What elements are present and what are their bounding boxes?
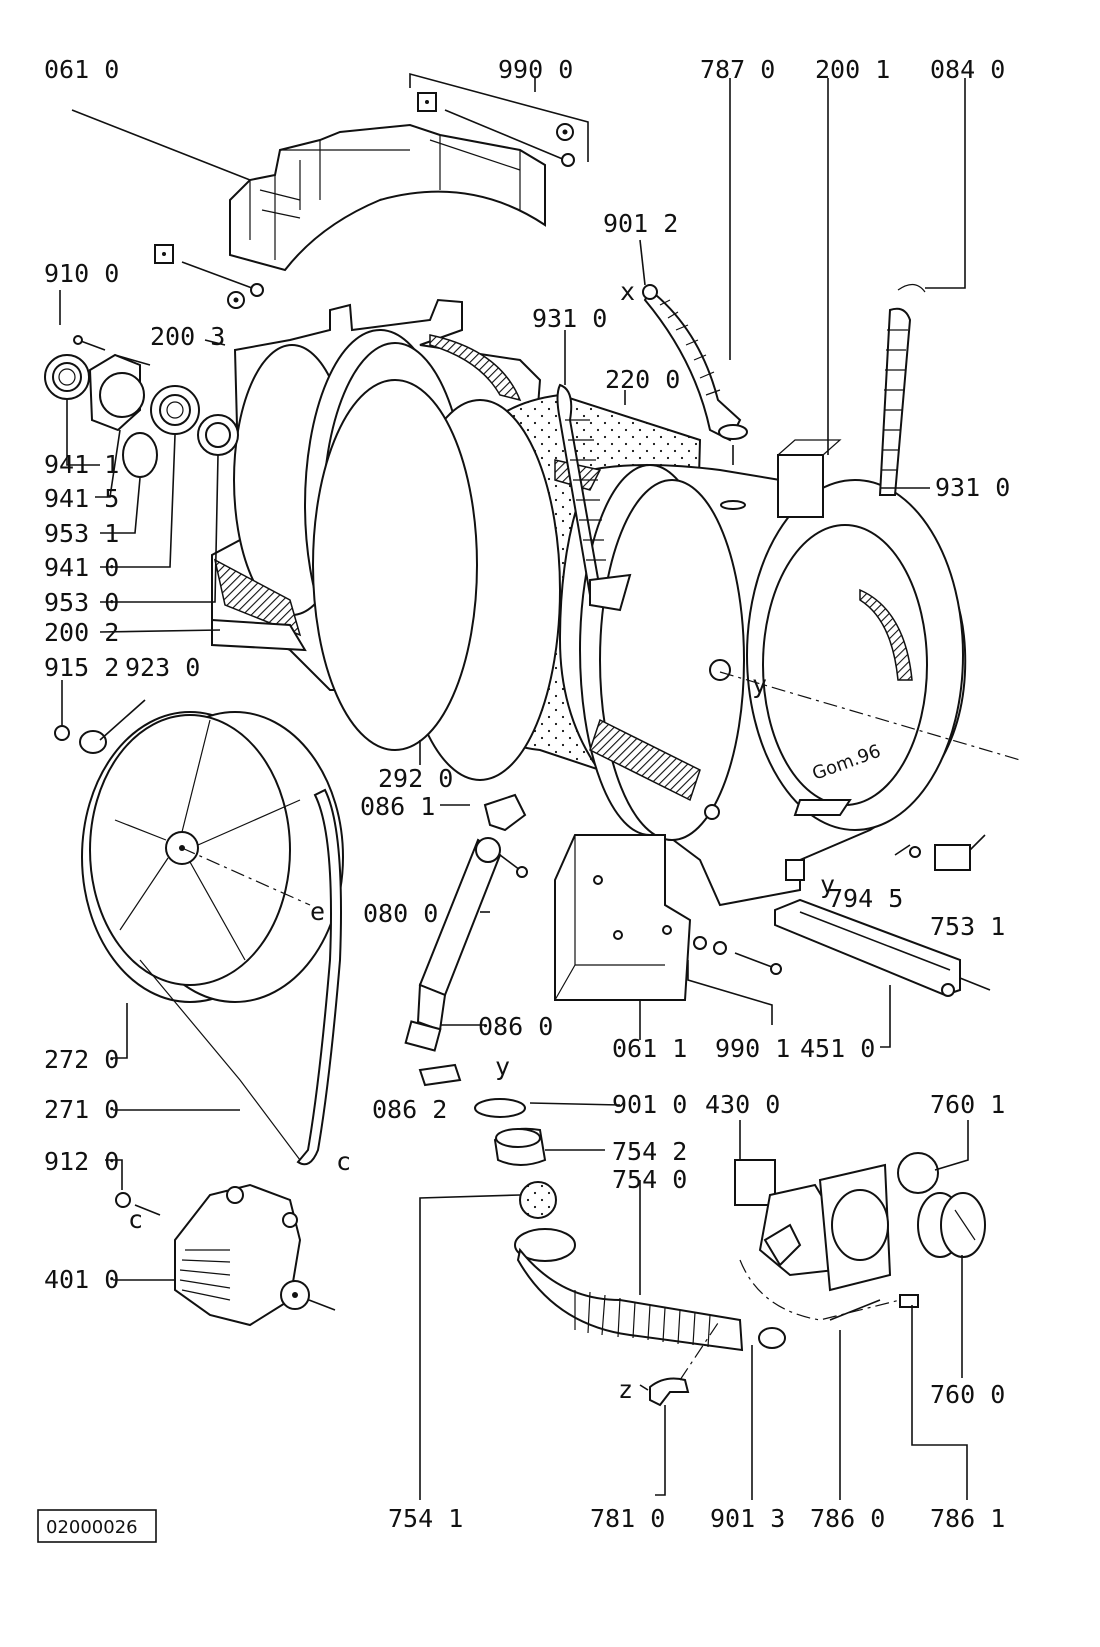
label-754-1: 754 1 (388, 1504, 463, 1533)
label-760-1: 760 1 (930, 1090, 1005, 1119)
label-923-0: 923 0 (125, 653, 200, 682)
bolt-set-top (409, 72, 589, 167)
label-931-0-left: 931 0 (532, 304, 607, 333)
label-794-5: 794 5 (828, 884, 903, 913)
drum-pulley (81, 711, 344, 1003)
label-912-0: 912 0 (44, 1147, 119, 1176)
label-200-2: 200 2 (44, 618, 119, 647)
label-941-5: 941 5 (44, 484, 119, 513)
nut-915 (54, 725, 70, 741)
label-084-0: 084 0 (930, 55, 1005, 84)
document-code: 02000026 (46, 1517, 138, 1538)
heater-element (774, 898, 991, 997)
label-y-sump: y (495, 1052, 510, 1081)
label-754-2: 754 2 (612, 1137, 687, 1166)
label-787-0: 787 0 (700, 55, 775, 84)
label-061-0: 061 0 (44, 55, 119, 84)
leader-lines (59, 78, 969, 1500)
label-931-0-right: 931 0 (935, 473, 1010, 502)
label-941-1: 941 1 (44, 450, 119, 479)
label-953-1: 953 1 (44, 519, 119, 548)
door-seal-ring (312, 379, 478, 751)
label-901-0: 901 0 (612, 1090, 687, 1119)
label-401-0: 401 0 (44, 1265, 119, 1294)
label-z: z (618, 1375, 633, 1404)
label-200-3: 200 3 (150, 322, 225, 351)
label-e: e (310, 897, 325, 926)
label-061-1: 061 1 (612, 1034, 687, 1063)
label-086-2: 086 2 (372, 1095, 447, 1124)
document-code-box: 02000026 (37, 1509, 157, 1543)
label-292-0: 292 0 (378, 764, 453, 793)
label-220-0: 220 0 (605, 365, 680, 394)
label-760-0: 760 0 (930, 1380, 1005, 1409)
label-786-1: 786 1 (930, 1504, 1005, 1533)
label-080-0: 080 0 (363, 899, 438, 928)
label-786-0: 786 0 (810, 1504, 885, 1533)
label-086-0: 086 0 (478, 1012, 553, 1041)
temp-sensor (909, 834, 986, 871)
counterweight-block (554, 834, 692, 1001)
label-915-2: 915 2 (44, 653, 119, 682)
bearing-assembly (44, 335, 239, 478)
hose-left-931 (556, 383, 632, 612)
label-753-1: 753 1 (930, 912, 1005, 941)
label-430-0: 430 0 (705, 1090, 780, 1119)
label-x: x (620, 277, 635, 306)
label-272-0: 272 0 (44, 1045, 119, 1074)
label-c-motor: c (128, 1205, 143, 1234)
hose-right-931 (878, 283, 926, 496)
label-451-0: 451 0 (800, 1034, 875, 1063)
label-990-1: 990 1 (715, 1034, 790, 1063)
label-781-0: 781 0 (590, 1504, 665, 1533)
label-990-0: 990 0 (498, 55, 573, 84)
sump-hose-assembly (474, 1098, 744, 1407)
label-901-3: 901 3 (710, 1504, 785, 1533)
drive-belt (296, 788, 342, 1166)
label-086-1: 086 1 (360, 792, 435, 821)
front-tub-shell (554, 439, 1021, 907)
label-910-0: 910 0 (44, 259, 119, 288)
drain-pump-assembly (734, 1152, 986, 1349)
bolt-set-990-1 (687, 936, 782, 1025)
bolt-set-left (154, 244, 264, 309)
label-953-0: 953 0 (44, 588, 119, 617)
shock-absorber (404, 793, 528, 1087)
label-200-1: 200 1 (815, 55, 890, 84)
washer-923 (79, 730, 107, 754)
motor-assembly (115, 1183, 336, 1327)
label-901-2: 901 2 (603, 209, 678, 238)
label-y-front: y (752, 670, 767, 699)
duct-cover-part (229, 123, 546, 272)
label-c-belt: c (336, 1147, 351, 1176)
label-941-0: 941 0 (44, 553, 119, 582)
hose-787 (642, 284, 748, 510)
label-271-0: 271 0 (44, 1095, 119, 1124)
label-754-0: 754 0 (612, 1165, 687, 1194)
label-y-bottom: y (820, 870, 835, 899)
